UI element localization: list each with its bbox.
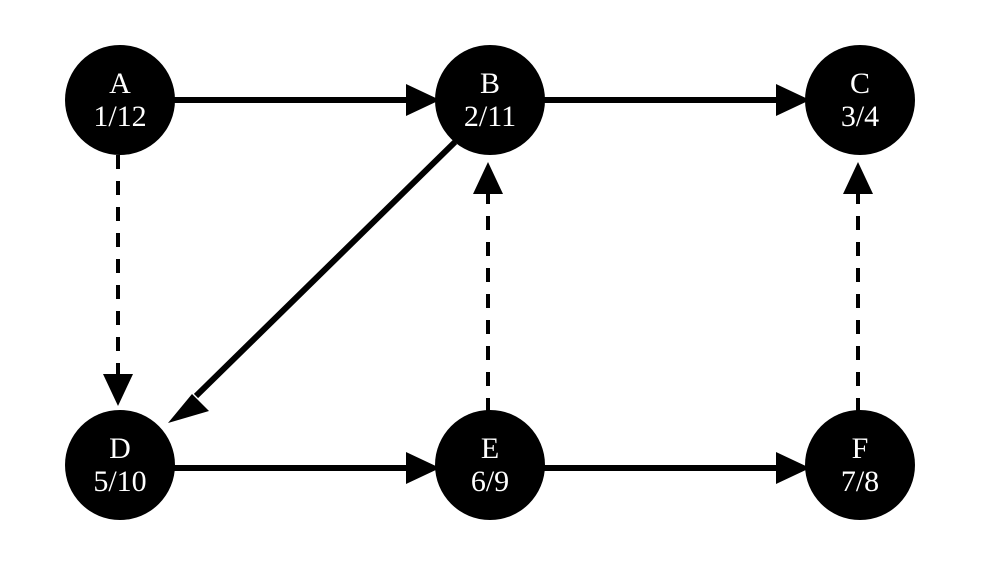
node-d-circle <box>65 410 175 520</box>
node-d-id: D <box>109 432 131 465</box>
edge-a-to-b-arrowhead <box>406 84 440 116</box>
edge-e-to-f-arrowhead <box>776 452 810 484</box>
node-e-times: 6/9 <box>471 465 509 498</box>
node-b-circle <box>435 45 545 155</box>
node-c-times: 3/4 <box>841 100 879 133</box>
node-f-circle <box>805 410 915 520</box>
node-a-times: 1/12 <box>93 100 146 133</box>
edge-e-to-b-arrowhead <box>473 162 503 194</box>
edge-b-to-d[interactable] <box>168 139 458 423</box>
node-c[interactable]: C 3/4 <box>805 45 915 155</box>
node-c-id: C <box>850 67 870 100</box>
node-e-circle <box>435 410 545 520</box>
edge-e-to-f[interactable] <box>542 452 810 484</box>
edge-a-to-d-arrowhead <box>103 374 133 406</box>
node-e[interactable]: E 6/9 <box>435 410 545 520</box>
node-a[interactable]: A 1/12 <box>65 45 175 155</box>
node-d-times: 5/10 <box>93 465 146 498</box>
node-e-id: E <box>481 432 499 465</box>
edge-layer <box>103 84 873 484</box>
node-b-id: B <box>480 67 500 100</box>
node-f[interactable]: F 7/8 <box>805 410 915 520</box>
edge-b-to-d-line <box>193 139 458 399</box>
node-b[interactable]: B 2/11 <box>435 45 545 155</box>
node-f-times: 7/8 <box>841 465 879 498</box>
node-a-circle <box>65 45 175 155</box>
node-a-id: A <box>109 67 131 100</box>
edge-d-to-e[interactable] <box>172 452 440 484</box>
edge-b-to-c-arrowhead <box>776 84 810 116</box>
node-f-id: F <box>852 432 869 465</box>
node-layer: A 1/12 B 2/11 C 3/4 D 5/10 <box>65 45 915 520</box>
edge-b-to-d-arrowhead <box>168 394 209 423</box>
node-d[interactable]: D 5/10 <box>65 410 175 520</box>
node-b-times: 2/11 <box>464 100 516 133</box>
edge-f-to-c[interactable] <box>843 162 873 412</box>
edge-b-to-c[interactable] <box>542 84 810 116</box>
edge-f-to-c-arrowhead <box>843 162 873 194</box>
edge-a-to-d[interactable] <box>103 155 133 406</box>
edge-e-to-b[interactable] <box>473 162 503 412</box>
edge-a-to-b[interactable] <box>172 84 440 116</box>
node-c-circle <box>805 45 915 155</box>
edge-d-to-e-arrowhead <box>406 452 440 484</box>
